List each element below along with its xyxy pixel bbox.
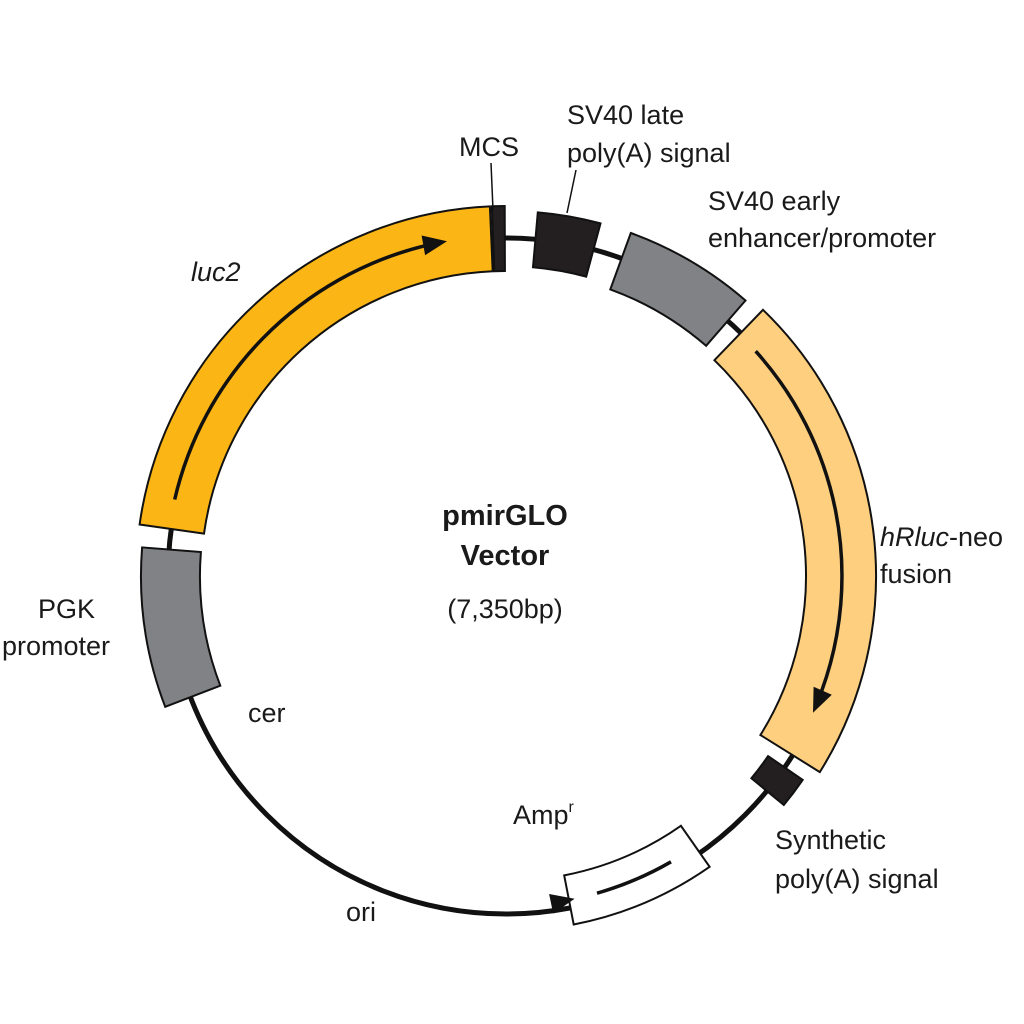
pgk-label-line1: PGK (38, 594, 95, 624)
synthetic-polya-segment (749, 754, 805, 807)
ampr-segment (563, 824, 711, 926)
plasmid-name: pmirGLO (442, 500, 568, 532)
synthetic-polya-label-line1: Synthetic (775, 825, 886, 855)
ampr-arrowhead (549, 894, 575, 914)
sv40-late-leader-line (566, 169, 577, 214)
pgk-label-line2: promoter (2, 631, 110, 661)
luc2-label: luc2 (191, 257, 241, 287)
mcs-segment (490, 204, 506, 273)
mcs-label: MCS (459, 132, 519, 162)
luc2-direction-arrow (172, 244, 425, 500)
luc2-segment (138, 205, 494, 535)
sv40-early-label-line1: SV40 early (708, 186, 841, 216)
sv40-late-label-line2: poly(A) signal (567, 138, 731, 168)
sv40-early-promoter-segment (609, 231, 747, 348)
synthetic-polya-label-line2: poly(A) signal (775, 864, 939, 894)
hrluc-suffix-text: -neo (949, 522, 1003, 552)
pgk-promoter-segment (139, 546, 222, 709)
hrluc-italic-text: hRluc (880, 522, 950, 552)
plasmid-size: (7,350bp) (447, 594, 563, 624)
ori-label: ori (346, 897, 376, 927)
hrluc-label-line1: hRluc-neo (880, 522, 1003, 552)
hrluc-arrowhead (813, 686, 832, 713)
ampr-label-main: Amp (513, 800, 569, 830)
cer-label: cer (248, 698, 286, 728)
hrluc-direction-arrow (754, 350, 844, 692)
plasmid-name-line2: Vector (461, 540, 550, 572)
hrluc-label-line2: fusion (880, 559, 952, 589)
hrluc-neo-segment (712, 308, 878, 774)
luc2-arrowhead (421, 235, 447, 256)
ampr-direction-arrow (596, 860, 672, 895)
ampr-label: Ampr (513, 799, 575, 830)
sv40-early-label-line2: enhancer/promoter (708, 223, 936, 253)
mcs-leader-line (490, 162, 494, 211)
sv40-late-label-line1: SV40 late (567, 100, 684, 130)
ampr-label-superscript: r (569, 799, 575, 816)
sv40-late-polya-segment (531, 211, 602, 278)
